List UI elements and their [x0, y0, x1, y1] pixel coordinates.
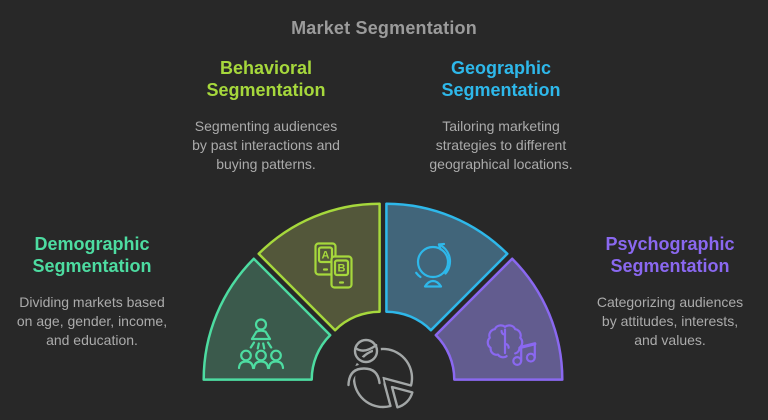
segment-heading: Behavioral Segmentation	[176, 58, 356, 101]
segment-description: Categorizing audiences by attitudes, int…	[580, 293, 760, 350]
heading-line: Segmentation	[32, 255, 152, 276]
description-line: on age, gender, income,	[16, 313, 168, 330]
ab-test-phones-icon: A B	[314, 242, 353, 289]
segment-label-psychographic[interactable]: Psychographic Segmentation Categorizing …	[580, 234, 760, 350]
variant-a-label: A	[322, 250, 330, 262]
segment-description: Tailoring marketing strategies to differ…	[411, 117, 591, 174]
segment-description: Dividing markets based on age, gender, i…	[2, 293, 182, 350]
segment-description: Segmenting audiences by past interaction…	[176, 117, 356, 174]
heading-line: Geographic	[450, 58, 552, 78]
brain-music-note-icon	[486, 324, 537, 366]
segment-label-geographic[interactable]: Geographic Segmentation Tailoring market…	[411, 58, 591, 174]
heading-line: Behavioral	[219, 58, 313, 78]
heading-line: Demographic	[34, 234, 150, 254]
description-line: Dividing markets based	[19, 294, 165, 311]
heading-line: Segmentation	[206, 79, 326, 100]
segment-heading: Geographic Segmentation	[411, 58, 591, 101]
person-shape	[347, 338, 381, 387]
segment-heading: Demographic Segmentation	[2, 234, 182, 277]
audience-people-icon	[237, 318, 285, 370]
segment-label-behavioral[interactable]: Behavioral Segmentation Segmenting audie…	[176, 58, 356, 174]
description-line: and values.	[634, 332, 706, 349]
heading-line: Segmentation	[441, 79, 561, 100]
description-line: strategies to different	[435, 137, 567, 154]
heading-line: Psychographic	[605, 234, 735, 254]
description-line: geographical locations.	[429, 156, 573, 173]
segment-heading: Psychographic Segmentation	[580, 234, 760, 277]
description-line: by past interactions and	[192, 137, 340, 154]
wedge-psychographic[interactable]	[434, 257, 564, 381]
variant-b-label: B	[338, 263, 346, 275]
heading-line: Segmentation	[610, 255, 730, 276]
description-line: Tailoring marketing	[442, 118, 560, 135]
wedge-demographic[interactable]	[202, 257, 332, 381]
description-line: and education.	[46, 332, 138, 349]
description-line: by attitudes, interests,	[601, 313, 739, 330]
wedge-behavioral[interactable]	[257, 202, 381, 332]
person-pie-chart-icon[interactable]	[344, 336, 414, 409]
description-line: buying patterns.	[216, 156, 316, 173]
globe-icon	[415, 242, 452, 288]
description-line: Segmenting audiences	[194, 118, 338, 135]
diagram-title: Market Segmentation	[291, 18, 477, 38]
description-line: Categorizing audiences	[596, 294, 744, 311]
segment-label-demographic[interactable]: Demographic Segmentation Dividing market…	[2, 234, 182, 350]
